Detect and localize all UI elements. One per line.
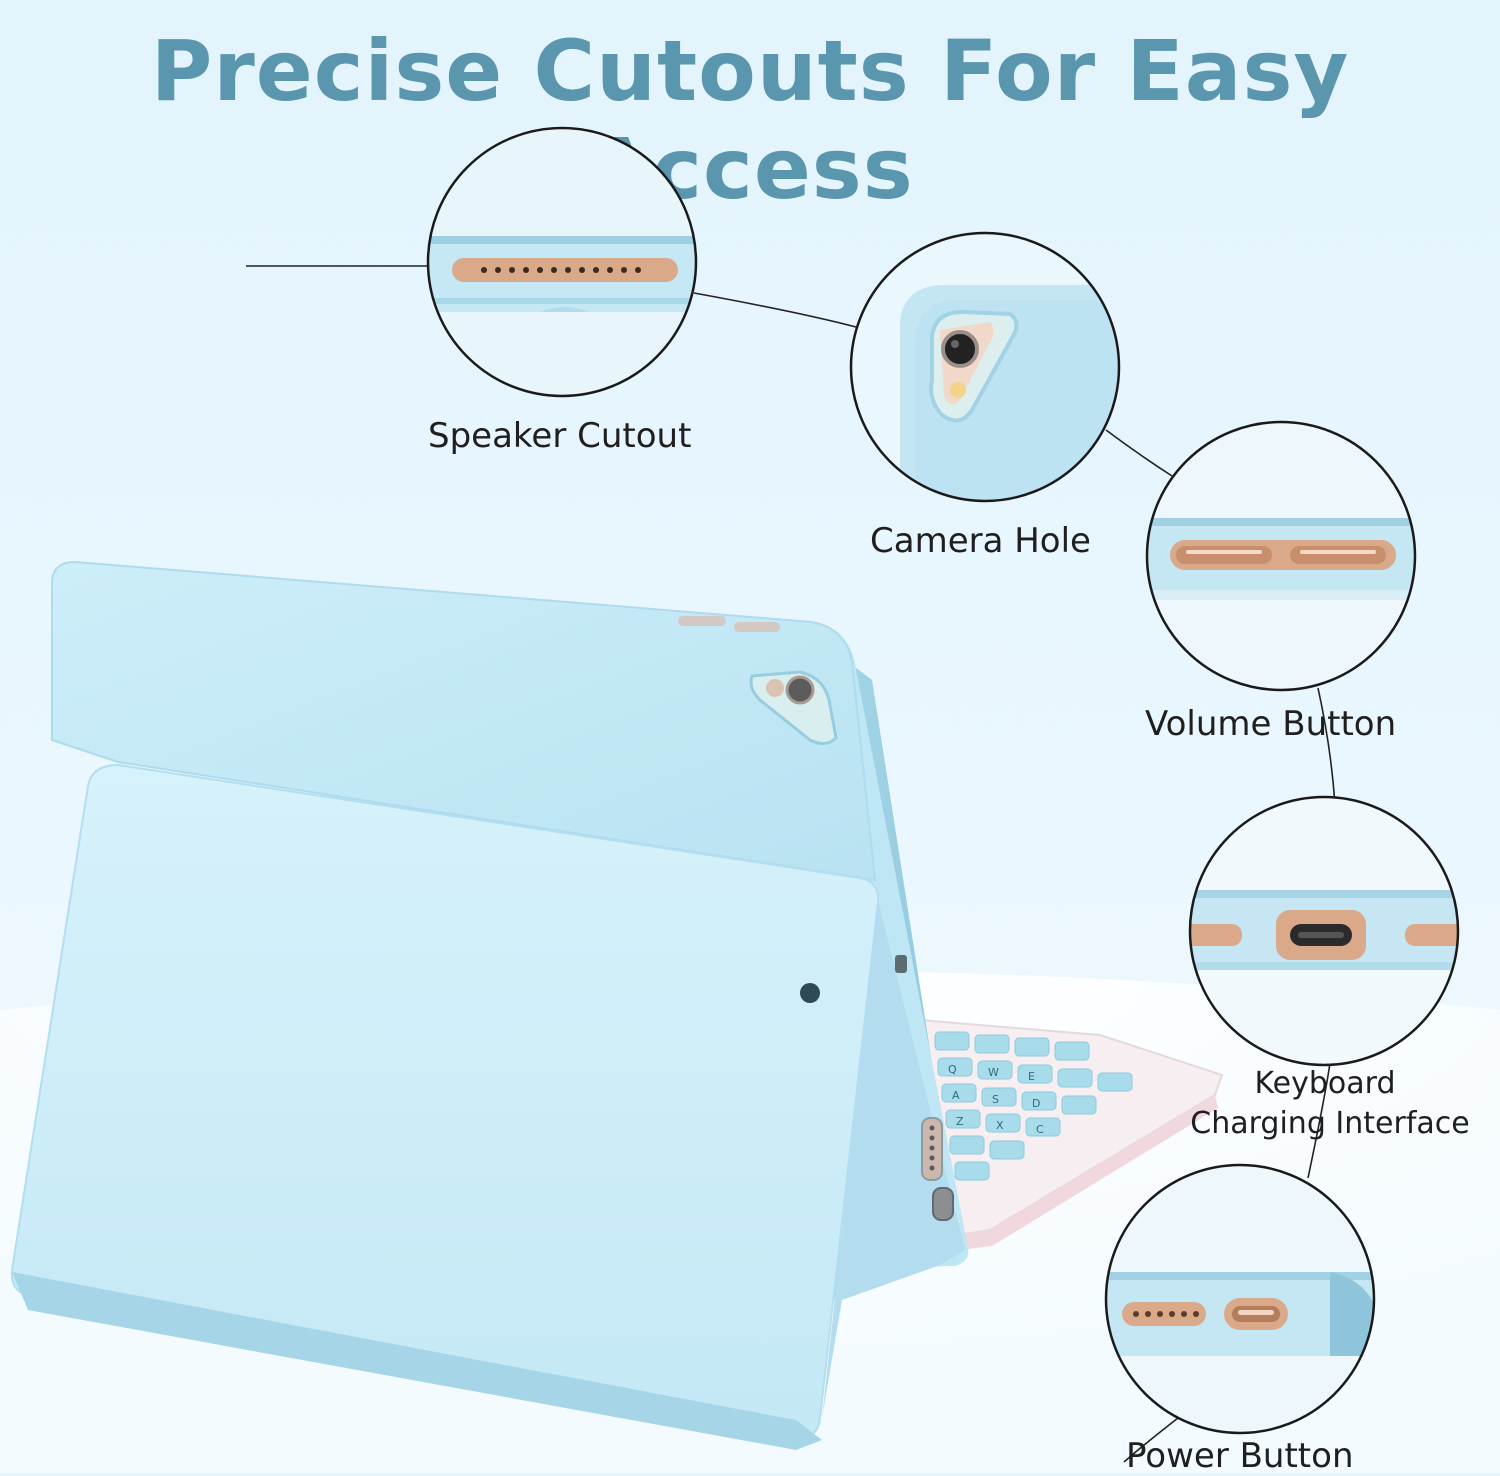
camera-flash-detail bbox=[950, 382, 966, 398]
connector-volume-keyboard bbox=[1317, 687, 1336, 806]
tablet-case bbox=[10, 560, 969, 1450]
key-letter: Q bbox=[948, 1063, 957, 1076]
keyboard: Q W E A S D Z X C bbox=[918, 1018, 1224, 1252]
mic-grille bbox=[1122, 1302, 1206, 1326]
camera-flash bbox=[766, 679, 784, 697]
camera-lens-detail bbox=[941, 330, 979, 368]
label-volume-button: Volume Button bbox=[1145, 704, 1397, 744]
volume-up-key bbox=[1176, 546, 1272, 564]
key-letter: A bbox=[952, 1089, 960, 1102]
case-front-edge bbox=[12, 1272, 822, 1450]
headline: Precise Cutouts For Easy Access bbox=[150, 22, 1350, 218]
label-power-button: Power Button bbox=[1126, 1436, 1354, 1476]
key-letter: E bbox=[1028, 1070, 1035, 1083]
label-keyboard: Keyboard bbox=[1254, 1066, 1396, 1101]
key-letter: Z bbox=[956, 1115, 964, 1128]
key-letter: X bbox=[996, 1119, 1004, 1132]
key-letter: W bbox=[988, 1066, 999, 1079]
speaker-holes bbox=[481, 267, 641, 273]
label-camera-hole: Camera Hole bbox=[870, 521, 1091, 561]
case-charge-port bbox=[932, 1187, 954, 1221]
callout-speaker bbox=[426, 126, 698, 398]
callout-camera bbox=[849, 231, 1121, 503]
key-letter: S bbox=[992, 1093, 999, 1106]
case-speaker-dots bbox=[929, 1125, 935, 1171]
key-letter: D bbox=[1032, 1097, 1040, 1110]
label-charging-interface: Charging Interface bbox=[1190, 1106, 1470, 1141]
callout-power bbox=[1104, 1163, 1376, 1435]
callout-volume bbox=[1145, 420, 1417, 692]
keyboard-key-letters: Q W E A S D Z X C bbox=[948, 1063, 1044, 1136]
connector-keyboard-power bbox=[1307, 1062, 1331, 1179]
case-side-port bbox=[895, 955, 907, 973]
case-volume-cutout bbox=[678, 616, 726, 626]
case-strap-hole bbox=[800, 983, 820, 1003]
connector-speaker-camera bbox=[693, 292, 857, 328]
case-hinge bbox=[822, 900, 965, 1418]
case-volume-cutout bbox=[734, 622, 780, 632]
mic-holes bbox=[1133, 1311, 1199, 1317]
camera-lens bbox=[785, 675, 815, 705]
keyboard-pink-edge bbox=[940, 1095, 1218, 1252]
connector-lines bbox=[246, 265, 1336, 1463]
connector-camera-volume bbox=[1105, 429, 1173, 477]
callout-keyboard-charging bbox=[1188, 795, 1460, 1067]
label-speaker-cutout: Speaker Cutout bbox=[428, 416, 692, 456]
key-letter: C bbox=[1036, 1123, 1044, 1136]
case-top-flap bbox=[51, 560, 877, 882]
keyboard-keys bbox=[934, 1031, 1133, 1181]
connector-power-label bbox=[1123, 1417, 1179, 1463]
volume-down-key bbox=[1290, 546, 1386, 564]
